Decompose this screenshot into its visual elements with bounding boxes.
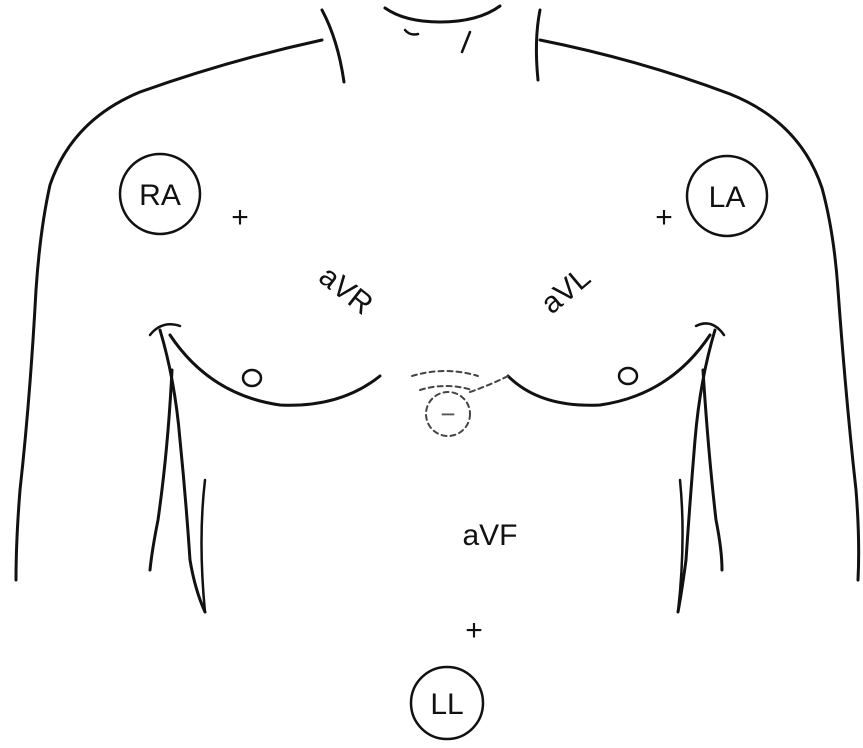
right-arm-outer: [16, 290, 36, 580]
right-nipple: [243, 370, 261, 386]
lead-avl-label: aVL: [535, 261, 597, 321]
negative-sign: −: [440, 399, 455, 429]
right-torso-side: [160, 330, 205, 612]
right-pectoral: [170, 335, 380, 405]
central-terminal-arc: [412, 371, 478, 376]
lead-avf-label: aVF: [462, 519, 517, 552]
lead-avr-label: aVR: [313, 260, 379, 322]
electrode-ll-label: LL: [430, 688, 463, 721]
left-pectoral: [508, 335, 710, 405]
electrode-la-label: LA: [709, 181, 746, 214]
central-terminal: −: [412, 371, 508, 436]
right-arm-inner: [150, 370, 172, 570]
electrode-la: LA: [687, 156, 767, 236]
neck-right-outline: [536, 10, 540, 80]
ra-positive-sign: +: [231, 201, 249, 234]
neck-detail: [405, 30, 418, 35]
left-arm-inner: [703, 370, 722, 570]
left-arm-outer: [838, 290, 859, 580]
electrode-ra: RA: [120, 154, 200, 234]
ll-positive-sign: +: [465, 614, 483, 647]
left-nipple: [619, 368, 637, 384]
neck-detail-right: [462, 32, 470, 52]
right-axilla: [150, 324, 180, 335]
electrode-ll: LL: [411, 667, 483, 739]
chin-outline: [385, 6, 500, 22]
torso-outline: [16, 6, 859, 612]
lower-right-flank: [202, 480, 206, 612]
electrode-ra-label: RA: [139, 179, 181, 212]
lead-line-from-avl: [470, 376, 508, 392]
left-axilla: [696, 323, 724, 335]
central-terminal-arc-2: [420, 386, 472, 390]
right-shoulder-outline: [540, 40, 838, 290]
neck-left-outline: [322, 10, 344, 82]
la-positive-sign: +: [655, 201, 673, 234]
